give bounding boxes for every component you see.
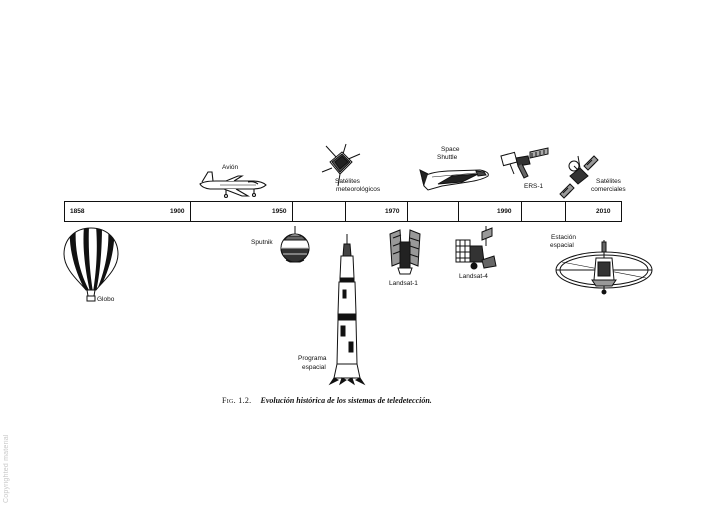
label-landsat4: Landsat-4 [459,273,488,280]
timeline-divider [565,202,567,221]
weather-satellite-icon [321,143,361,187]
timeline-bar [64,201,622,222]
watermark-text: Copyrighted material [3,434,10,504]
hot-air-balloon-icon [63,227,119,302]
label-satelites-com-2: comerciales [591,186,626,193]
airplane-icon [199,171,267,199]
timeline-divider [407,202,409,221]
year-label: 1950 [272,208,287,215]
space-station-icon [555,240,653,295]
timeline-divider [292,202,294,221]
landsat1-icon [389,229,421,275]
year-label: 1900 [170,208,185,215]
caption-figure-number: Fig. 1.2. [222,396,252,405]
label-estacion-2: espacial [550,242,574,249]
timeline-divider [458,202,460,221]
label-landsat1: Landsat-1 [389,280,418,287]
ers1-satellite-icon [500,147,549,179]
year-label: 2010 [596,208,611,215]
label-space-shuttle-1: Space [441,146,460,153]
label-satelites-meteo-1: Satélites [335,178,360,185]
timeline-divider [345,202,347,221]
label-estacion-1: Estación [551,234,576,241]
label-programa-1: Programa [298,355,327,362]
rocket-icon [328,234,366,386]
label-avion: Avión [222,164,239,171]
label-space-shuttle-2: Shuttle [437,154,458,161]
caption-text: Evolución histórica de los sistemas de t… [260,396,432,405]
commercial-satellite-icon [559,155,599,199]
figure-caption: Fig. 1.2. Evolución histórica de los sist… [222,396,432,405]
label-programa-2: espacial [302,364,326,371]
label-sputnik: Sputnik [251,239,273,246]
label-ers1: ERS-1 [524,183,544,190]
timeline-divider [521,202,523,221]
sputnik-icon [280,226,310,263]
space-shuttle-icon [419,169,489,191]
year-label: 1858 [70,208,85,215]
year-label: 1970 [385,208,400,215]
timeline-divider [190,202,192,221]
label-globo: Globo [97,296,115,303]
landsat4-icon [455,226,497,270]
year-label: 1990 [497,208,512,215]
label-satelites-meteo-2: meteorológicos [336,186,381,193]
label-satelites-com-1: Satélites [596,178,621,185]
